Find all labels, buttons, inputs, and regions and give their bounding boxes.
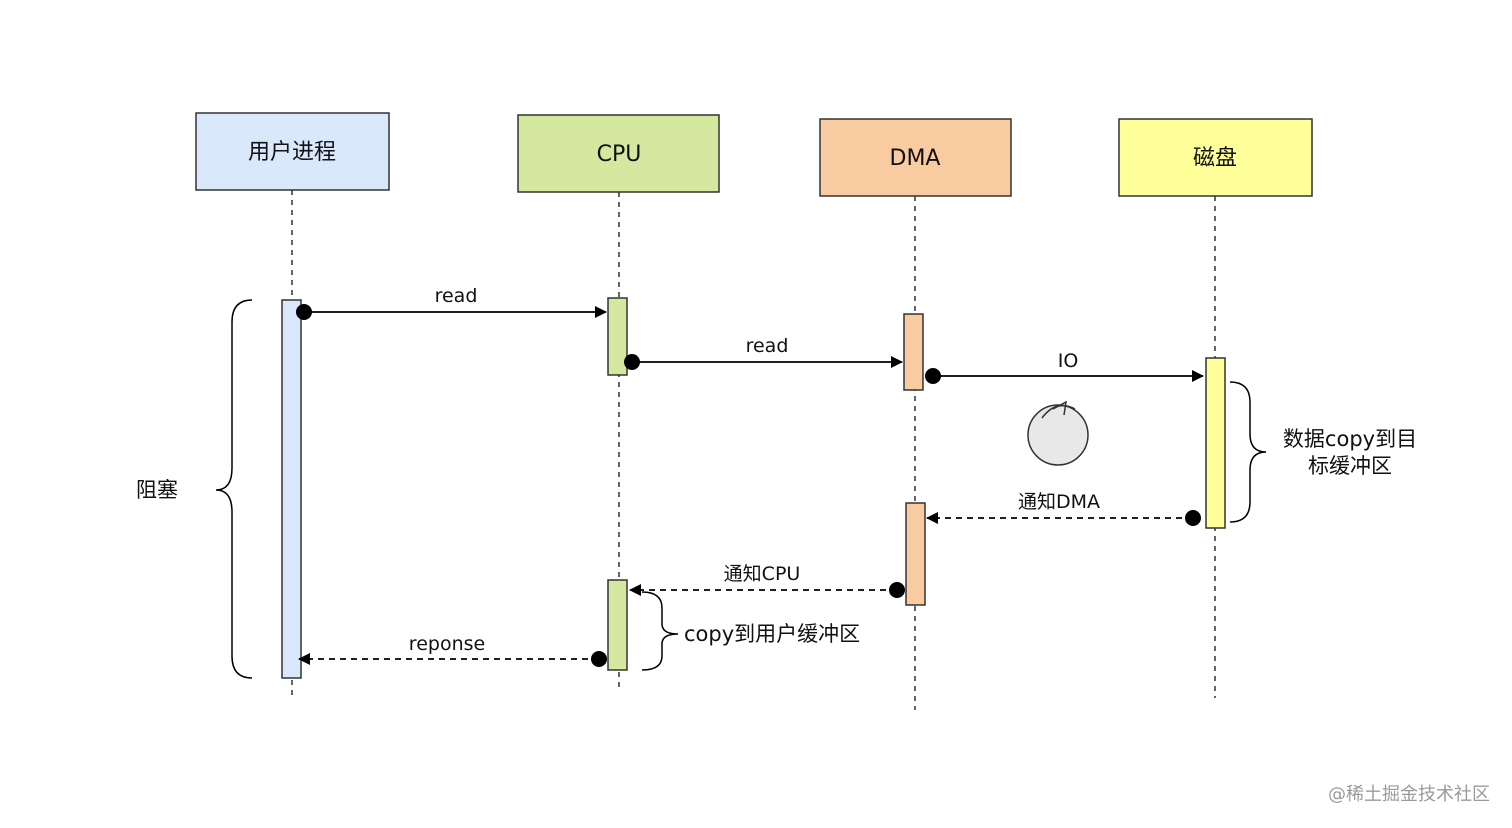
participant-dma-label: DMA bbox=[890, 146, 941, 171]
participant-cpu-label: CPU bbox=[597, 142, 642, 167]
blocking-brace bbox=[215, 299, 253, 679]
participant-dma: DMA bbox=[819, 118, 1012, 197]
message-notify-cpu-label: 通知CPU bbox=[724, 563, 801, 585]
participant-user: 用户进程 bbox=[195, 112, 390, 191]
participant-cpu: CPU bbox=[517, 114, 720, 193]
activation-dma-1 bbox=[903, 313, 924, 391]
message-read-1-label: read bbox=[435, 285, 478, 307]
message-read-2-label: read bbox=[746, 335, 789, 357]
message-notify-cpu: 通知CPU bbox=[629, 563, 905, 598]
disk-copy-brace bbox=[1229, 381, 1267, 523]
cpu-copy-brace bbox=[641, 591, 679, 671]
disk-copy-label-line1: 数据copy到目 bbox=[1283, 427, 1417, 451]
cpu-copy-label: copy到用户缓冲区 bbox=[684, 622, 860, 646]
message-notify-dma: 通知DMA bbox=[926, 491, 1201, 526]
message-read-2: read bbox=[624, 335, 903, 370]
message-io: IO bbox=[925, 350, 1204, 384]
participant-disk-label: 磁盘 bbox=[1193, 146, 1237, 171]
activation-dma-2 bbox=[905, 502, 926, 606]
watermark: @稀土掘金技术社区 bbox=[1328, 784, 1490, 805]
blocking-label: 阻塞 bbox=[136, 478, 178, 502]
participant-user-label: 用户进程 bbox=[248, 140, 336, 165]
disk-copy-label-line2: 标缓冲区 bbox=[1308, 454, 1392, 478]
activation-cpu-2 bbox=[607, 579, 628, 671]
activation-disk bbox=[1205, 357, 1226, 529]
message-read-1: read bbox=[296, 285, 607, 320]
rotate-wait-icon bbox=[1027, 400, 1089, 466]
message-response-label: reponse bbox=[409, 633, 485, 655]
message-notify-dma-label: 通知DMA bbox=[1018, 491, 1100, 513]
message-response: reponse bbox=[298, 633, 607, 667]
message-io-label: IO bbox=[1058, 350, 1079, 372]
activation-user bbox=[281, 299, 302, 679]
participant-disk: 磁盘 bbox=[1118, 118, 1313, 197]
activation-cpu-1 bbox=[607, 297, 628, 376]
